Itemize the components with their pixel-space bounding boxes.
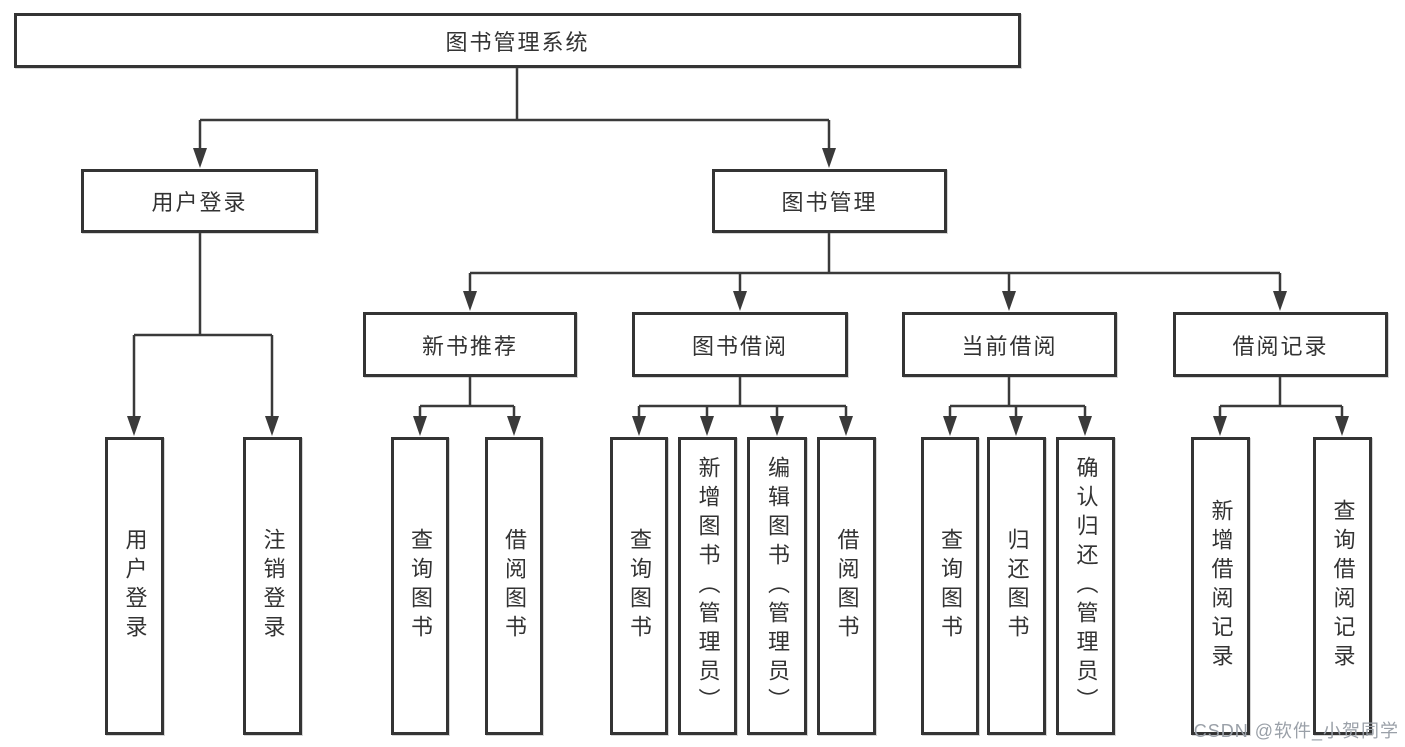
connector-lines	[132, 68, 1344, 422]
node-borrowing-records: 借阅记录	[1173, 312, 1388, 377]
csdn-watermark: CSDN @软件_小贺同学	[1193, 721, 1399, 741]
node-label: 用户登录	[122, 528, 148, 644]
node-label: 查询借阅记录	[1330, 499, 1356, 673]
node-current-borrowing: 当前借阅	[902, 312, 1117, 377]
leaf-query-books-recommendation: 查询图书	[391, 437, 449, 735]
node-label: 注销登录	[260, 528, 286, 644]
leaf-confirm-return-admin: 确认归还（管理员）	[1056, 437, 1115, 735]
node-book-borrowing: 图书借阅	[632, 312, 848, 377]
leaf-query-borrow-record: 查询借阅记录	[1313, 437, 1372, 735]
connector-arrowheads	[127, 148, 1349, 436]
node-label: 借阅记录	[1232, 333, 1329, 359]
leaf-query-books-borrowing: 查询图书	[610, 437, 668, 735]
leaf-return-books: 归还图书	[987, 437, 1046, 735]
leaf-borrow-books-borrowing: 借阅图书	[817, 437, 876, 735]
node-label: 新增借阅记录	[1208, 499, 1234, 673]
node-label: 查询图书	[408, 528, 433, 644]
leaf-borrow-books-recommendation: 借阅图书	[485, 437, 543, 735]
node-label: 编辑图书（管理员）	[765, 455, 790, 717]
leaf-edit-books-admin: 编辑图书（管理员）	[747, 437, 807, 735]
leaf-add-books-admin: 新增图书（管理员）	[678, 437, 737, 735]
leaf-user-login: 用户登录	[105, 437, 164, 735]
node-label: 图书管理	[781, 190, 878, 215]
node-label: 归还图书	[1004, 528, 1030, 644]
leaf-query-books-current: 查询图书	[921, 437, 979, 735]
node-label: 当前借阅	[961, 333, 1058, 359]
node-label: 借阅图书	[834, 528, 860, 644]
node-label: 借阅图书	[502, 528, 527, 644]
node-label: 新书推荐	[421, 333, 518, 359]
node-user-login: 用户登录	[81, 169, 318, 233]
node-label: 图书借阅	[691, 333, 788, 359]
node-label: 查询图书	[627, 528, 652, 644]
node-label: 查询图书	[938, 528, 963, 644]
node-label: 新增图书（管理员）	[695, 455, 721, 717]
node-book-management: 图书管理	[712, 169, 947, 233]
leaf-logout: 注销登录	[243, 437, 302, 735]
node-label: 确认归还（管理员）	[1073, 455, 1099, 717]
node-new-book-recommendation: 新书推荐	[363, 312, 577, 377]
node-label: 用户登录	[151, 190, 248, 215]
node-label: 图书管理系统	[445, 29, 590, 55]
leaf-add-borrow-record: 新增借阅记录	[1191, 437, 1250, 735]
node-library-management-system: 图书管理系统	[14, 13, 1021, 68]
